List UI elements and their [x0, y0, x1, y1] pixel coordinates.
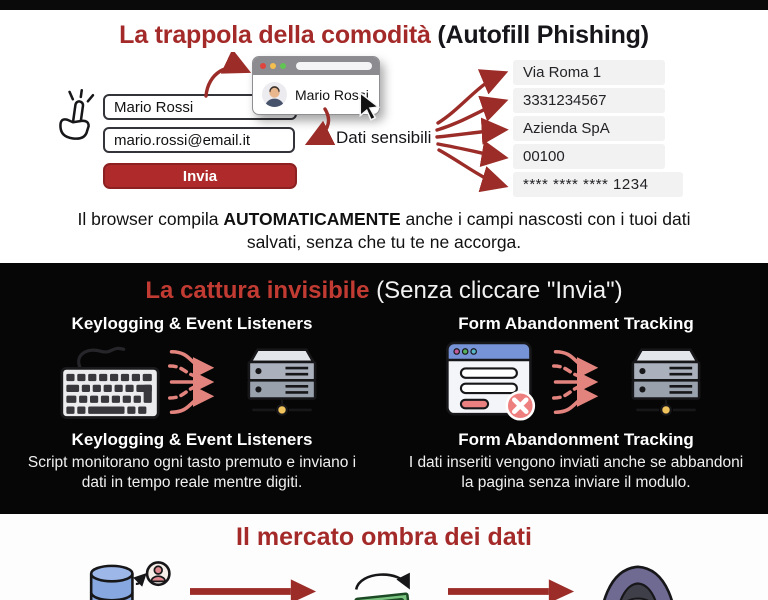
leaked-fields-list: Via Roma 1 3331234567 Azienda SpA 00100 … [513, 60, 683, 200]
page-title-rest: (Autofill Phishing) [430, 21, 649, 49]
keylogging-icon-row [0, 336, 384, 428]
data-flow-arrows-icon [552, 350, 599, 414]
fan-arrow-2 [435, 95, 509, 132]
abandoned-form-icon [446, 341, 536, 421]
leaked-field-phone: 3331234567 [513, 88, 665, 113]
arrow-right-icon [448, 579, 575, 600]
fan-arrow-5 [437, 148, 509, 193]
leaked-field-company: Azienda SpA [513, 116, 665, 141]
page-title: La trappola della comodità (Autofill Phi… [0, 10, 768, 50]
submit-button[interactable]: Invia [103, 163, 297, 189]
data-flow-arrows-icon [168, 350, 215, 414]
popup-suggestion-name: Mario Rossi [295, 86, 369, 103]
autofill-caption: Il browser compila AUTOMATICAMENTE anche… [57, 208, 712, 254]
market-title: Il mercato ombra dei dati [236, 523, 532, 551]
money-exchange-icon [349, 572, 412, 600]
column-keylogging: Keylogging & Event Listeners [0, 314, 384, 493]
server-icon [247, 348, 317, 416]
capture-columns: Keylogging & Event Listeners [0, 314, 768, 493]
capture-title-rest: (Senza cliccare "Invia") [369, 277, 623, 304]
hooded-hacker-icon [603, 565, 673, 600]
minimize-dot-icon [270, 63, 276, 69]
tap-hand-icon [59, 88, 95, 140]
capture-title-red: La cattura invisibile [145, 277, 370, 304]
address-bar [296, 62, 372, 70]
keylogging-header: Keylogging & Event Listeners [71, 314, 313, 333]
close-dot-icon [260, 63, 266, 69]
database-users-icon [89, 561, 171, 600]
fan-arrow-3 [435, 117, 509, 145]
autofill-illustration: Mario Rossi mario.rossi@email.it Invia [0, 52, 768, 202]
market-icon-row [0, 558, 768, 600]
leaked-field-zip: 00100 [513, 144, 665, 169]
abandonment-description: I dati inseriti vengono inviati anche se… [408, 454, 744, 491]
caption-pre: Il browser compila [77, 209, 224, 229]
popup-suggestion-row[interactable]: Mario Rossi [253, 75, 379, 114]
sensitive-data-label: Dati sensibili [336, 128, 432, 147]
page-title-red: La trappola della comodità [119, 21, 431, 49]
section-data-market: Il mercato ombra dei dati [0, 514, 768, 600]
fan-arrow-1 [436, 69, 509, 125]
keylogging-description: Script monitorano ogni tasto premuto e i… [27, 454, 357, 491]
abandonment-icon-row [384, 336, 768, 428]
fan-arrow-4 [436, 140, 509, 168]
abandonment-header: Form Abandonment Tracking [458, 314, 694, 333]
leaked-field-card: **** **** **** 1234 [513, 172, 683, 197]
maximize-dot-icon [280, 63, 286, 69]
user-avatar-icon [262, 82, 287, 107]
form-email-field[interactable]: mario.rossi@email.it [103, 127, 295, 153]
popup-titlebar [253, 57, 379, 75]
arrow-right-icon [190, 579, 317, 600]
arrow-form-to-popup [204, 52, 252, 98]
leaked-field-address: Via Roma 1 [513, 60, 665, 85]
autofill-suggestion-popup: Mario Rossi [252, 56, 380, 115]
caption-post: anche i campi nascosti con i tuoi dati s… [246, 209, 691, 253]
column-form-abandonment: Form Abandonment Tracking [384, 314, 768, 493]
caption-bold: AUTOMATICAMENTE [223, 209, 401, 229]
keylogging-title: Keylogging & Event Listeners [71, 430, 313, 449]
section-invisible-capture: La cattura invisibile (Senza cliccare "I… [0, 263, 768, 514]
mouse-cursor-icon [359, 92, 381, 121]
server-icon [631, 348, 701, 416]
keyboard-icon [60, 346, 160, 419]
section-autofill-trap: La trappola della comodità (Autofill Phi… [0, 10, 768, 263]
abandonment-title: Form Abandonment Tracking [458, 430, 694, 449]
capture-title: La cattura invisibile (Senza cliccare "I… [0, 263, 768, 305]
top-black-bar [0, 0, 768, 10]
